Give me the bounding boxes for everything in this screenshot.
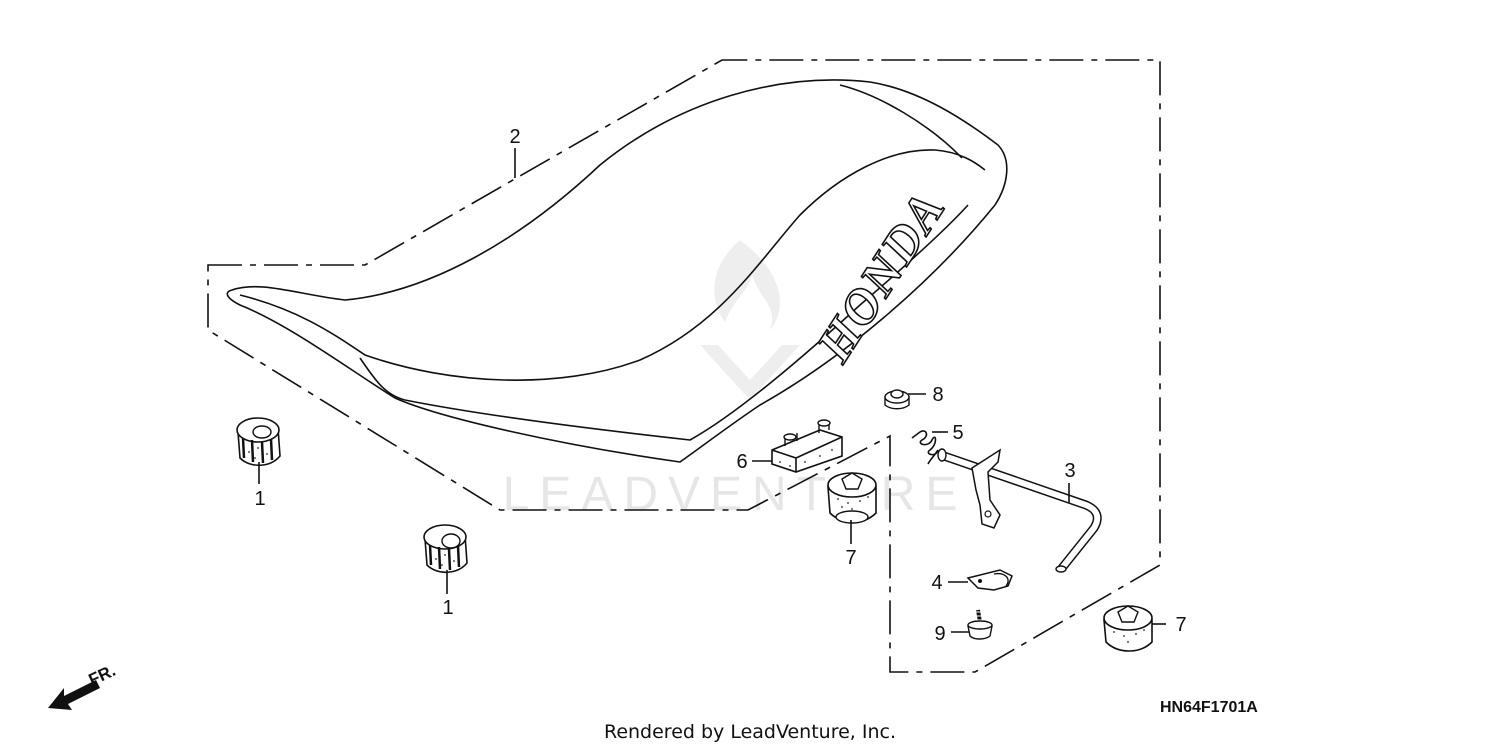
seat-brand-logo: HONDA <box>805 181 956 372</box>
grommet-part-7-right <box>1103 605 1153 652</box>
cushion-part-1-left <box>236 417 281 467</box>
latch-rod-part-3 <box>937 448 1102 573</box>
leader-lines <box>258 148 1166 633</box>
render-credit: Rendered by LeadVenture, Inc. <box>604 721 896 743</box>
callout-2: 2 <box>509 126 520 148</box>
seat-top-cover <box>239 149 986 381</box>
seat-outline <box>226 79 1008 463</box>
spring-part-5 <box>911 430 939 465</box>
watermark-logo: LEADVENTURE <box>503 240 968 521</box>
callout-4: 4 <box>931 572 942 594</box>
callout-labels: 1 1 2 3 4 5 6 7 7 8 9 <box>254 126 1186 645</box>
watermark-text: LEADVENTURE <box>503 468 968 521</box>
bolt-part-9 <box>967 609 993 640</box>
nut-part-8 <box>884 389 910 410</box>
callout-5: 5 <box>952 422 963 444</box>
cushion-part-1-right <box>423 524 468 574</box>
front-direction-indicator: FR. <box>48 661 119 710</box>
callout-1-left: 1 <box>254 488 265 510</box>
callout-7-center: 7 <box>845 547 856 569</box>
clip-part-4 <box>966 569 1013 591</box>
rubber-block-part-6 <box>771 419 843 473</box>
grommet-part-7-center <box>827 472 877 524</box>
callout-7-right: 7 <box>1175 614 1186 636</box>
assembly-outline <box>207 59 1161 673</box>
drawing-code: HN64F1701A <box>1160 699 1258 716</box>
callout-3: 3 <box>1064 460 1075 482</box>
callout-8: 8 <box>932 384 943 406</box>
seat-side-panel <box>359 204 969 441</box>
callout-1-right: 1 <box>442 597 453 619</box>
seat-rear-cap <box>839 84 963 159</box>
callout-6: 6 <box>736 451 747 473</box>
callout-9: 9 <box>934 623 945 645</box>
front-arrow-icon <box>48 680 100 710</box>
